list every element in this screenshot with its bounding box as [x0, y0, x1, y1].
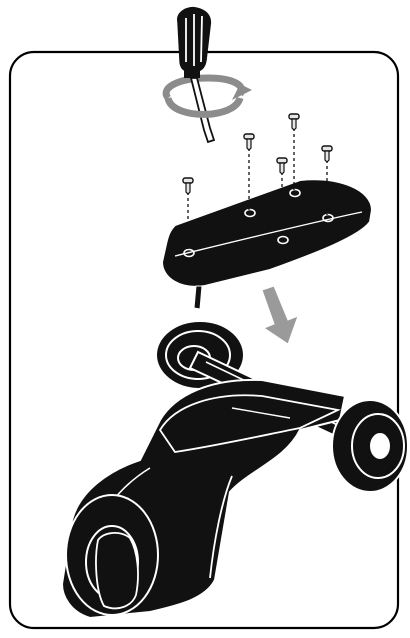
right-wheel — [332, 400, 408, 492]
front-wheel — [66, 495, 158, 615]
